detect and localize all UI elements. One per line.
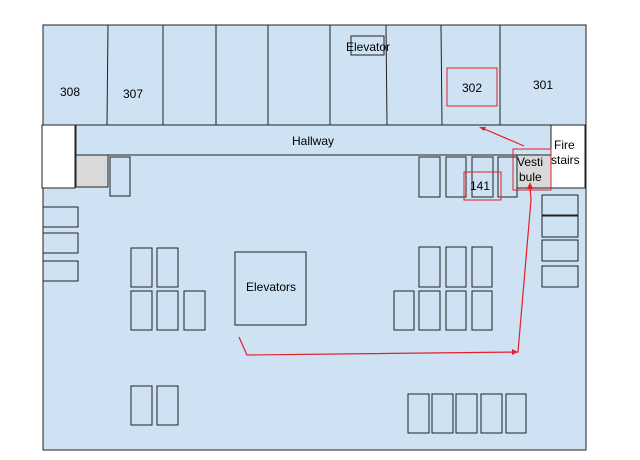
left-stairwell <box>41 124 76 189</box>
hallway <box>75 124 553 156</box>
room-302-label: 302 <box>462 81 482 95</box>
vestibule-label-2: bule <box>519 170 542 184</box>
fire-stairs-label-2: stairs <box>551 153 580 167</box>
route-arrowheads <box>479 127 533 355</box>
room-301-label: 301 <box>533 78 553 92</box>
elevators-label: Elevators <box>246 280 296 294</box>
small-desks <box>42 156 579 434</box>
left-stair-gray <box>75 154 109 188</box>
elevator-top-label: Elevator <box>346 40 390 54</box>
highlight-boxes <box>446 67 552 201</box>
fire-stairs-label-1: Fire <box>554 138 575 152</box>
room-308-label: 308 <box>60 85 80 99</box>
fire-stairs <box>550 124 586 189</box>
room-307-label: 307 <box>123 87 143 101</box>
room-141-label: 141 <box>470 179 490 193</box>
room-dividers <box>106 24 501 126</box>
elevators-block <box>234 251 307 326</box>
vestibule-label-1: Vesti <box>517 155 543 169</box>
elevator-top-box <box>350 35 385 56</box>
hallway-label: Hallway <box>292 134 334 148</box>
floor-outline <box>42 24 587 451</box>
